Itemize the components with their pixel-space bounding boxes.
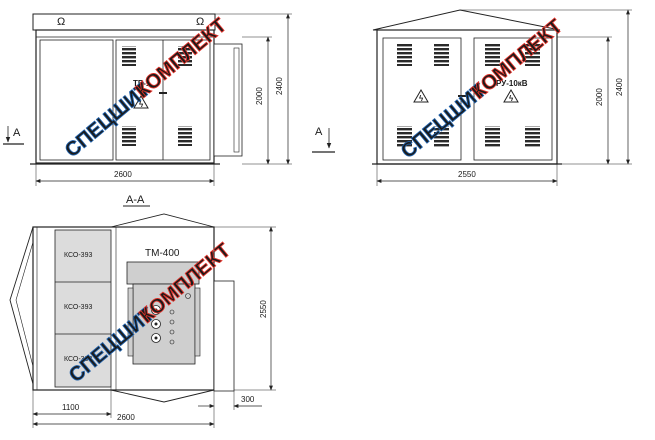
section-mark-side: A <box>312 126 335 153</box>
section-total-dim: 2600 <box>117 413 135 422</box>
bushing-icon <box>151 305 161 315</box>
louver-icon <box>122 126 136 146</box>
louver-icon <box>397 126 412 148</box>
front-transformer-label: ТР-1 <box>133 79 151 88</box>
side-width-dim: 2550 <box>458 170 476 179</box>
front-height-inner-dim: 2000 <box>255 87 264 105</box>
louver-icon <box>122 46 136 66</box>
cells-compartment <box>54 229 112 388</box>
cell-label: КСО-393 <box>64 304 92 311</box>
bushing-icon <box>151 319 161 329</box>
transformer-tank <box>132 283 196 365</box>
door-swing <box>110 213 215 228</box>
louver-icon <box>397 44 412 66</box>
side-height-inner-dim: 2000 <box>595 88 604 106</box>
louver-icon <box>434 44 449 66</box>
lifting-eye-right-icon: Ω <box>196 16 204 28</box>
side-view: ϟ ϟ РУ-10кВ 2000 2400 2550 A <box>312 9 632 186</box>
lifting-eye-left-icon: Ω <box>57 16 65 28</box>
cell-label: КСО-393 <box>64 252 92 259</box>
section-mark-front: A <box>3 126 24 145</box>
section-view: А-А КСО-393 КСО-393 КСО-393 ТМ-400 <box>9 194 276 428</box>
front-view: Ω Ω ТР-1 ϟ 2000 2400 <box>3 13 292 186</box>
section-title: А-А <box>126 194 145 206</box>
side-height-total-dim: 2400 <box>615 78 624 96</box>
front-side-unit <box>213 43 243 157</box>
high-voltage-warning-icon: ϟ <box>133 95 149 109</box>
side-switchgear-label: РУ-10кВ <box>496 79 528 88</box>
louver-icon <box>485 44 500 66</box>
high-voltage-warning-icon: ϟ <box>503 89 519 103</box>
section-depth-dim: 2550 <box>259 300 268 318</box>
louver-icon <box>485 126 500 148</box>
louver-icon <box>525 126 540 148</box>
section-right-dim: 300 <box>241 395 255 404</box>
cell-label: КСО-393 <box>64 356 92 363</box>
louver-icon <box>178 46 192 66</box>
svg-text:ϟ: ϟ <box>509 94 514 103</box>
transformer-label: ТМ-400 <box>145 248 180 259</box>
bushing-icon <box>151 333 161 343</box>
louver-icon <box>178 126 192 146</box>
front-width-dim: 2600 <box>114 170 132 179</box>
louver-icon <box>525 44 540 66</box>
side-section-mark: A <box>315 126 323 138</box>
svg-text:ϟ: ϟ <box>419 94 424 103</box>
section-end-left <box>9 226 34 385</box>
section-side-unit <box>213 280 235 392</box>
front-section-mark: A <box>13 127 21 139</box>
svg-text:ϟ: ϟ <box>139 100 144 109</box>
louver-icon <box>434 126 449 148</box>
high-voltage-warning-icon: ϟ <box>413 89 429 103</box>
side-roof <box>372 9 561 31</box>
front-door-left <box>39 39 114 161</box>
section-left-dim: 1100 <box>62 403 80 412</box>
front-height-total-dim: 2400 <box>275 77 284 95</box>
